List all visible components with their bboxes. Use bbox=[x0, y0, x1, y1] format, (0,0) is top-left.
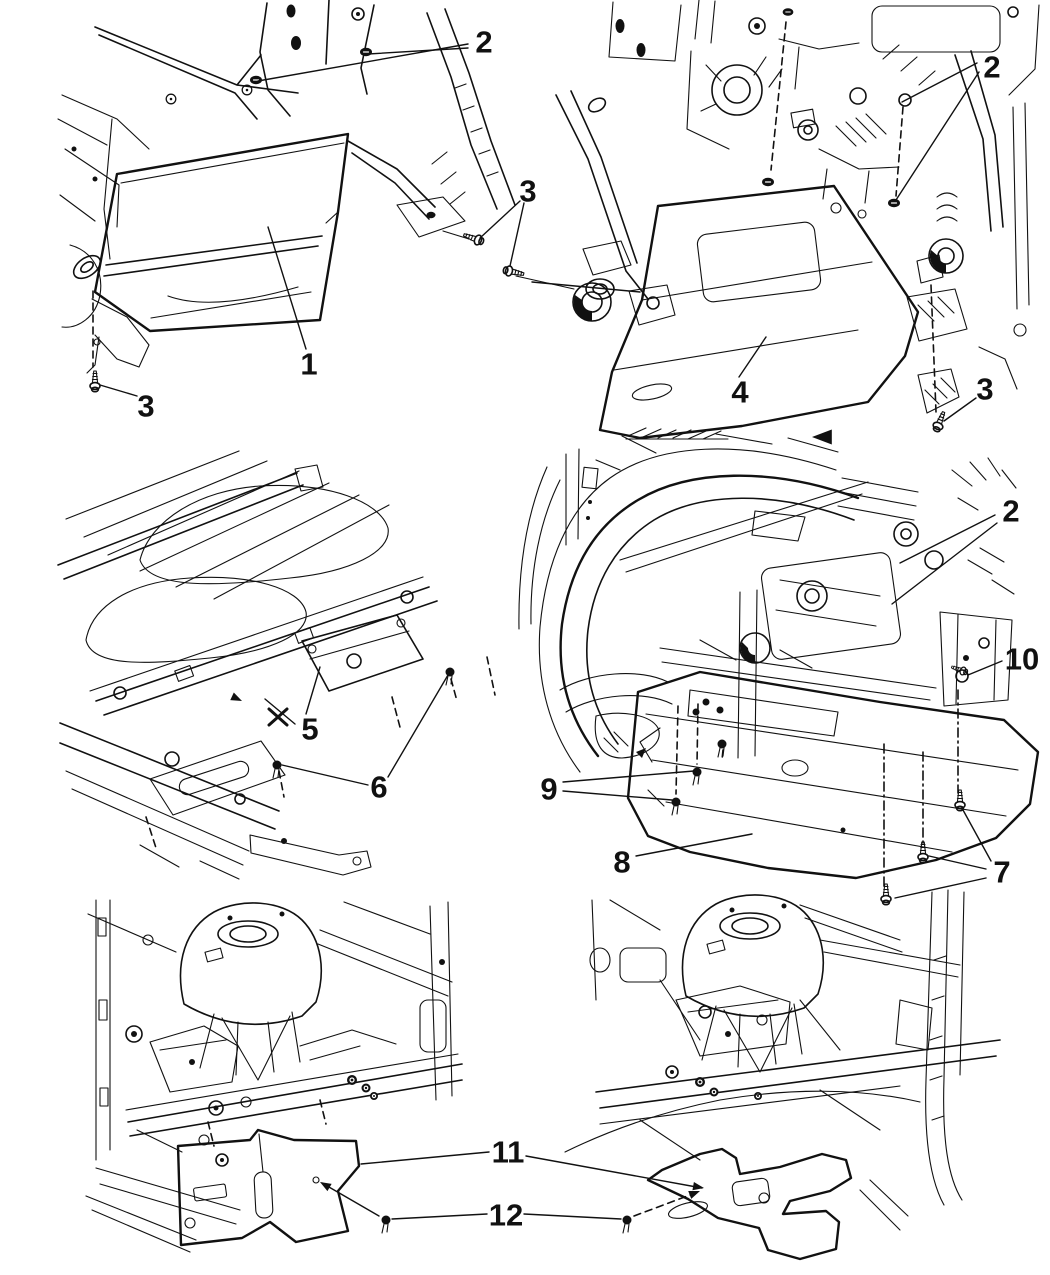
heat-shield-part-11-removed bbox=[176, 1128, 361, 1247]
callout-leader-line bbox=[635, 833, 753, 857]
callout-leader-line bbox=[899, 514, 996, 564]
callout-3-top-right: 3 bbox=[943, 372, 994, 422]
screw-fastener bbox=[89, 370, 101, 393]
pin-fastener bbox=[380, 1214, 392, 1234]
callout-2-top-right: 2 bbox=[895, 50, 1001, 201]
panel-bottom-left bbox=[85, 899, 463, 1253]
callout-leader-line bbox=[523, 1213, 622, 1220]
callout-leader-line bbox=[894, 877, 987, 899]
callout-7-middle-right: 7 bbox=[894, 809, 1011, 899]
panel-bottom-right bbox=[564, 889, 1001, 1261]
panel-middle-left bbox=[57, 450, 496, 880]
screw-fastener bbox=[880, 883, 892, 906]
callout-leader-line bbox=[895, 71, 980, 201]
panel-middle-left-structure bbox=[57, 450, 496, 880]
callout-leader-line bbox=[562, 770, 695, 783]
callout-leader-line bbox=[562, 790, 673, 801]
pin-fastener bbox=[691, 766, 703, 786]
front-fascia bbox=[518, 433, 869, 773]
ring-fastener bbox=[165, 93, 177, 105]
callout-number: 9 bbox=[540, 772, 557, 807]
dark-fastener bbox=[782, 7, 794, 17]
callouts-layer: 2 3 1 3 2 4 3 5 6 2 10 9 8 7 11 12 bbox=[99, 25, 1039, 1233]
callout-leader-line bbox=[479, 200, 521, 239]
callout-6-middle-left: 6 bbox=[281, 674, 449, 805]
pin-fastener bbox=[621, 1214, 633, 1234]
callout-number: 11 bbox=[492, 1135, 525, 1170]
callout-leader-line bbox=[928, 855, 987, 870]
callout-number: 3 bbox=[976, 372, 993, 407]
callout-10-middle-right: 10 bbox=[967, 642, 1039, 677]
callout-leader-line bbox=[943, 397, 977, 422]
callout-leader-line bbox=[387, 674, 449, 778]
arrows-layer bbox=[230, 429, 832, 1199]
callout-number: 3 bbox=[137, 389, 154, 424]
panel-top-left bbox=[57, 0, 575, 374]
callout-11-bottom: 11 bbox=[360, 1135, 703, 1189]
callout-number: 2 bbox=[983, 50, 1000, 85]
panel-middle-right bbox=[518, 433, 1040, 887]
engine-and-subframe bbox=[659, 457, 1017, 887]
heat-shield-part-11-installed bbox=[646, 1147, 853, 1261]
dark-fastener bbox=[359, 47, 373, 57]
panel-bottom-left-structure bbox=[85, 899, 463, 1253]
callout-4-top-right: 4 bbox=[731, 336, 767, 410]
callout-3-top-left: 3 bbox=[99, 384, 155, 424]
callout-leader-line bbox=[391, 1213, 488, 1220]
callout-number: 7 bbox=[993, 855, 1010, 890]
callout-leader-line bbox=[267, 226, 307, 350]
splash-shield-part-1 bbox=[93, 132, 350, 333]
callout-number: 6 bbox=[370, 770, 387, 805]
callout-1-top-left: 1 bbox=[267, 226, 318, 382]
callout-5-middle-left: 5 bbox=[264, 666, 321, 747]
callout-number: 8 bbox=[613, 845, 630, 880]
strut-tower-dome bbox=[179, 902, 323, 1081]
callout-leader-line bbox=[962, 809, 992, 862]
dark-fastener bbox=[887, 198, 901, 208]
callout-leader-line bbox=[967, 660, 1003, 676]
screw-fastener bbox=[917, 841, 929, 864]
callout-2-middle-right: 2 bbox=[891, 494, 1020, 605]
callout-leader-line bbox=[305, 666, 321, 715]
callout-leader-line bbox=[367, 47, 469, 55]
screw-fastener bbox=[930, 409, 950, 434]
callout-number: 5 bbox=[301, 712, 318, 747]
dark-fastener bbox=[761, 177, 775, 187]
leader-arrow bbox=[230, 692, 244, 705]
callout-8-middle-right: 8 bbox=[613, 833, 753, 880]
callout-12-bottom: 12 bbox=[391, 1198, 622, 1233]
callout-number: 4 bbox=[731, 375, 749, 410]
panel-top-right bbox=[531, 0, 1040, 440]
screw-fastener bbox=[954, 789, 966, 812]
callout-9-middle-right: 9 bbox=[540, 770, 695, 807]
callout-number: 2 bbox=[475, 25, 492, 60]
callout-3-top-left: 3 bbox=[479, 174, 537, 267]
strut-tower-dome bbox=[681, 894, 825, 1073]
callout-number: 1 bbox=[300, 347, 317, 382]
callout-leader-line bbox=[525, 1155, 703, 1189]
callout-leader-line bbox=[509, 202, 525, 267]
panel-bottom-right-structure bbox=[564, 889, 1001, 1231]
skid-shield-part-8 bbox=[626, 670, 1040, 880]
callout-number: 2 bbox=[1002, 494, 1019, 529]
callout-leader-line bbox=[99, 384, 138, 397]
belly-pan-shield-part-4 bbox=[598, 184, 960, 440]
crossmember-bracket-part-5 bbox=[301, 614, 424, 692]
callout-leader-line bbox=[360, 1151, 490, 1165]
callout-number: 12 bbox=[489, 1198, 523, 1233]
callout-leader-line bbox=[891, 522, 998, 605]
callout-leader-line bbox=[264, 698, 296, 725]
leader-arrow bbox=[317, 1178, 332, 1192]
callout-leader-line bbox=[901, 62, 978, 103]
front-direction-arrow bbox=[812, 429, 832, 445]
panel-top-left-structure bbox=[57, 0, 575, 374]
callout-leader-line bbox=[281, 764, 369, 786]
pin-fastener bbox=[670, 796, 682, 816]
callout-number: 10 bbox=[1005, 642, 1039, 677]
panel-top-right-structure bbox=[531, 0, 1040, 440]
callout-2-top-left: 2 bbox=[257, 25, 493, 82]
callout-leader-line bbox=[738, 336, 767, 378]
callout-number: 3 bbox=[519, 174, 536, 209]
